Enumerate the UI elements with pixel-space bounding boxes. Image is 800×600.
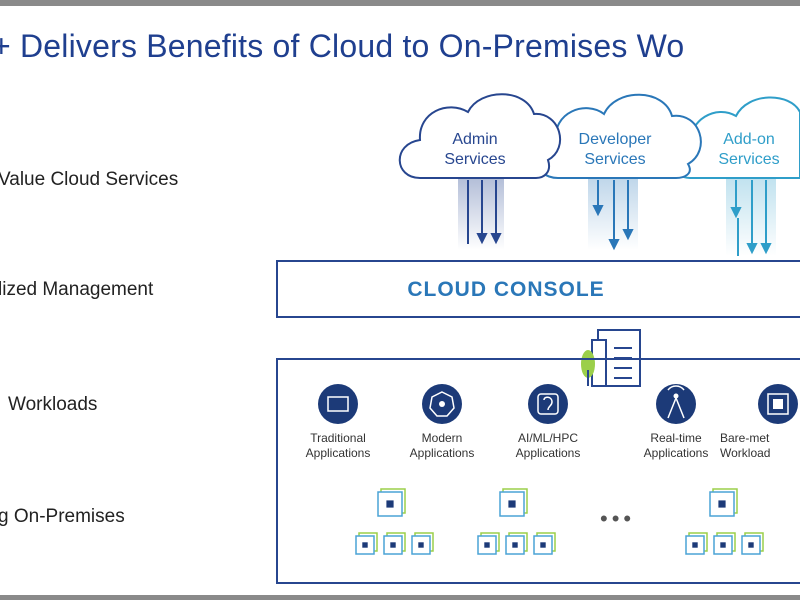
host-server-icon — [355, 532, 378, 555]
host-server-icon — [741, 532, 764, 555]
row-label-workloads: Workloads — [8, 394, 98, 415]
cloud-console-label: CLOUD CONSOLE — [407, 278, 605, 301]
host-server-icon — [411, 532, 434, 555]
admin-services-label: Admin Services — [420, 130, 530, 170]
admin-arrows — [467, 180, 502, 245]
app-modern-line2: Applications — [409, 446, 475, 460]
host-server-icon — [713, 532, 736, 555]
app-realtime-line2: Applications — [643, 446, 709, 460]
developer-services-label: Developer Services — [560, 130, 670, 170]
host-server-icon — [383, 532, 406, 555]
more-ellipsis: ••• — [600, 506, 636, 531]
vm-icon — [318, 384, 358, 424]
addon-arrows — [730, 180, 772, 256]
admin-services-line2: Services — [444, 151, 506, 168]
bare-metal-chip-icon — [758, 384, 798, 424]
app-traditional-line2: Applications — [305, 446, 371, 460]
app-ai-line2: Applications — [515, 446, 581, 460]
host-server-icon — [505, 532, 528, 555]
addon-services-line2: Services — [718, 151, 780, 168]
app-label-ai-ml-hpc: AI/ML/HPC Applications — [493, 431, 603, 461]
app-label-bare-metal: Bare-met Workload — [720, 431, 800, 461]
antenna-icon — [656, 384, 696, 424]
app-ai-line1: AI/ML/HPC — [517, 431, 578, 445]
row-label-cloud-services: Value Cloud Services — [0, 169, 179, 190]
row-label-management: lized Management — [0, 279, 154, 300]
app-modern-line1: Modern — [421, 431, 463, 445]
ai-chip-icon — [528, 384, 568, 424]
app-label-modern: Modern Applications — [387, 431, 497, 461]
admin-cloud-icon — [398, 93, 562, 179]
host-server-icon — [685, 532, 708, 555]
addon-services-line1: Add-on — [723, 131, 775, 148]
row-label-on-premises: g On-Premises — [0, 506, 125, 527]
on-premises-building-icon — [581, 329, 641, 387]
hypervisor-server-icon — [377, 488, 406, 517]
host-server-icon — [533, 532, 556, 555]
addon-services-label: Add-on Services — [694, 130, 800, 170]
cloud-console-box — [276, 260, 800, 318]
slide-title: + Delivers Benefits of Cloud to On-Premi… — [0, 28, 685, 64]
server-clusters — [355, 488, 764, 555]
top-frame-bar — [0, 0, 800, 6]
developer-arrows — [592, 180, 634, 251]
app-label-real-time: Real-time Applications — [621, 431, 731, 461]
admin-services-line1: Admin — [452, 131, 498, 148]
kubernetes-icon — [422, 384, 462, 424]
hypervisor-server-icon — [709, 488, 738, 517]
host-server-icon — [477, 532, 500, 555]
app-baremetal-line1: Bare-met — [720, 431, 770, 445]
app-baremetal-line2: Workload — [720, 446, 771, 460]
app-realtime-line1: Real-time — [650, 431, 702, 445]
developer-services-line2: Services — [584, 151, 646, 168]
hypervisor-server-icon — [499, 488, 528, 517]
app-traditional-line1: Traditional — [310, 431, 366, 445]
developer-services-line1: Developer — [578, 131, 652, 148]
app-label-traditional: Traditional Applications — [283, 431, 393, 461]
bottom-frame-bar — [0, 595, 800, 600]
